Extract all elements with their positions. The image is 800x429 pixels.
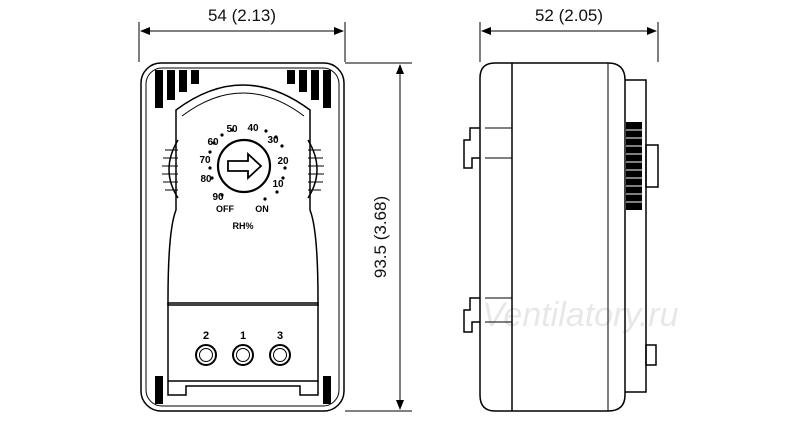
setting-knob[interactable] <box>216 138 272 194</box>
adjust-wheel[interactable] <box>626 122 642 210</box>
knob-protrusion <box>645 144 659 188</box>
terminal-block <box>167 302 319 382</box>
scale-80: 80 <box>200 174 212 185</box>
dimension-height: 93.5 (3.68) <box>345 62 412 412</box>
on-label: ON <box>255 204 269 214</box>
arrow-icon <box>227 151 263 181</box>
dial-dots <box>208 128 287 201</box>
width-side-label: 52 (2.05) <box>535 6 603 25</box>
scale-50: 50 <box>226 124 238 135</box>
terminal-screws[interactable] <box>195 344 291 366</box>
scale-40: 40 <box>247 123 259 134</box>
watermark: Ventilatory.ru <box>482 296 679 334</box>
scale-20: 20 <box>277 156 289 167</box>
scale-30: 30 <box>267 135 279 146</box>
side-housing <box>479 62 626 412</box>
off-label: OFF <box>216 204 234 214</box>
scale-10: 10 <box>272 179 284 190</box>
front-view: 90 80 70 60 50 40 30 20 10 OFF ON RH% 2 … <box>140 62 345 412</box>
dimension-width-front: 54 (2.13) <box>138 6 346 62</box>
terminal-label-1: 1 <box>240 330 246 342</box>
scale-70: 70 <box>199 155 211 166</box>
scale-90: 90 <box>212 192 224 203</box>
width-front-label: 54 (2.13) <box>208 6 276 25</box>
terminal-labels: 2 1 3 <box>203 330 283 342</box>
scale-60: 60 <box>207 137 219 148</box>
vent-fins <box>155 70 331 108</box>
bottom-vents <box>155 376 331 404</box>
side-view <box>463 62 659 412</box>
front-housing <box>140 62 345 412</box>
height-label: 93.5 (3.68) <box>371 196 390 278</box>
unit-label: RH% <box>232 221 253 231</box>
terminal-label-3: 3 <box>277 330 283 342</box>
front-cover <box>167 84 319 306</box>
dial-scale: 90 80 70 60 50 40 30 20 10 OFF ON RH% <box>199 123 289 231</box>
dimension-width-side: 52 (2.05) <box>479 6 659 62</box>
terminal-label-2: 2 <box>203 330 209 342</box>
